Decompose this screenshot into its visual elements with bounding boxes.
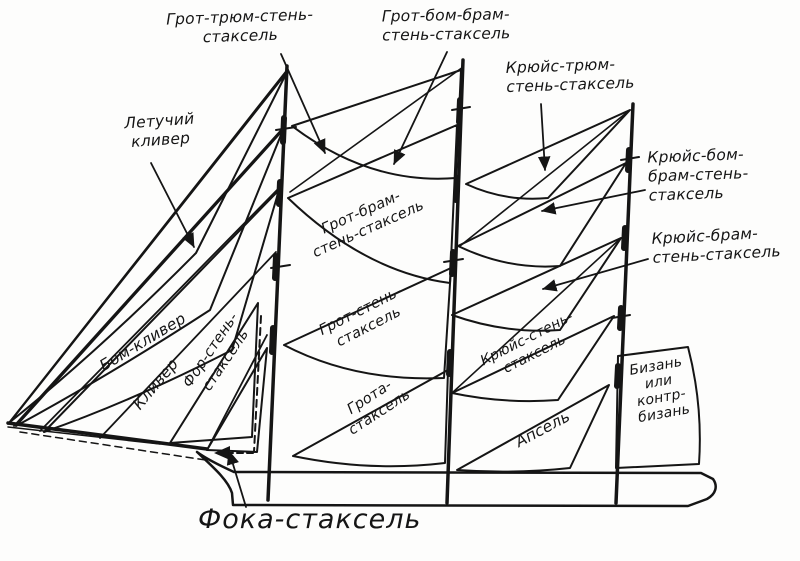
sail-grota-staksel xyxy=(292,369,449,468)
sail-grot-sten xyxy=(283,267,452,380)
head-sails xyxy=(9,71,288,460)
hull xyxy=(195,450,717,508)
label-grot-bom-bram-sten-staksel: Грот-бом-брам- стень-стаксель xyxy=(381,5,511,45)
sail-apsel xyxy=(456,384,610,473)
arrow-grot-tryum xyxy=(280,53,326,154)
sail-bom-kliver xyxy=(15,129,284,427)
label-kryuys-tryum-sten-staksel: Крюйс-трюм- стень-стаксель xyxy=(505,55,635,96)
sail-kliver xyxy=(43,189,280,433)
label-arrows xyxy=(150,51,649,508)
arrow-kryuys-bram xyxy=(542,258,649,292)
main-mast xyxy=(445,58,465,505)
label-foka-staksel: Фока-стаксель xyxy=(198,504,422,535)
inter-mast-stays xyxy=(289,66,631,394)
label-kryuys-bram-sten-staksel: Крюйс-брам- стень-стаксель xyxy=(651,224,782,267)
label-grot-tryum-sten-staksel: Грот-трюм-стень- стаксель xyxy=(165,5,314,47)
label-kryuys-bom-bram-sten-staksel: Крюйс-бом- брам-стень- стаксель xyxy=(647,145,749,205)
sail-kryuys-bram xyxy=(451,237,622,332)
label-letuchiy-kliver: Летучий кливер xyxy=(123,109,195,151)
crosstrees xyxy=(270,106,640,319)
arrow-foka-staksel xyxy=(226,450,247,508)
kryuys-staysails xyxy=(451,109,631,473)
sail-letuchiy-kliver xyxy=(9,71,288,423)
arrow-kryuys-bom-bram xyxy=(541,189,646,215)
arrow-kryuys-tryum xyxy=(537,103,551,171)
sail-kryuys-tryum xyxy=(465,109,631,200)
arrow-letuchiy-kliver xyxy=(150,162,195,248)
sail-kryuys-sten xyxy=(451,315,615,403)
arrow-grot-bom-bram xyxy=(393,51,448,165)
sail-kryuys-bom-bram xyxy=(457,162,627,268)
sail-bizan xyxy=(615,346,701,469)
bowsprit xyxy=(6,421,213,462)
